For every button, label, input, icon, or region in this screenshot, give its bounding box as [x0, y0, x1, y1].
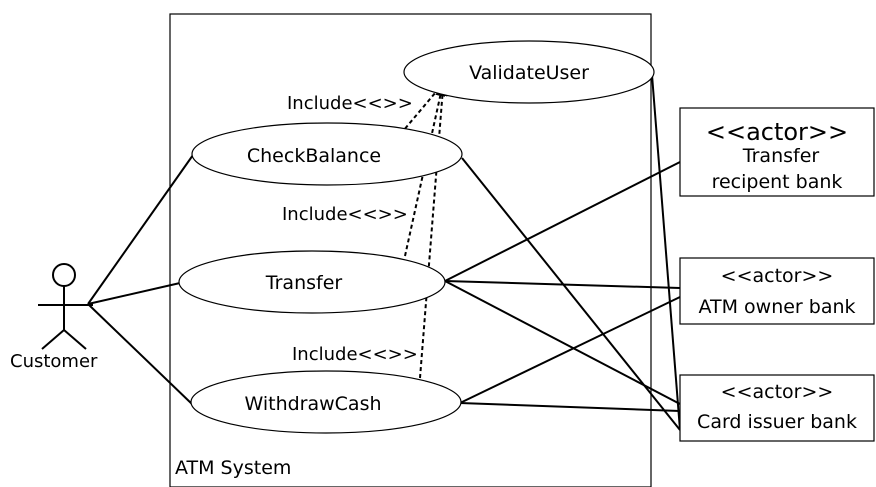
include-label-middle: Include<<>>: [282, 204, 408, 225]
assoc-customer-transfer: [87, 282, 181, 305]
customer-actor: Customer: [10, 263, 98, 372]
usecase-validateuser-label: ValidateUser: [469, 62, 589, 84]
assoc-transfer-transferbank: [444, 161, 681, 282]
usecase-withdrawcash-label: WithdrawCash: [244, 393, 381, 415]
usecase-transfer-label: Transfer: [265, 272, 343, 294]
actor-atm-owner-bank: <<actor>> ATM owner bank: [679, 257, 875, 325]
include-label-bottom: Include<<>>: [292, 344, 418, 365]
atm-owner-name: ATM owner bank: [698, 296, 855, 318]
assoc-customer-withdrawcash: [87, 303, 194, 406]
actor-transfer-recipient-bank: <<actor>> Transfer recipent bank: [679, 107, 875, 197]
transfer-bank-name-line1: Transfer: [742, 145, 820, 167]
actor-head: [52, 263, 76, 287]
transfer-bank-name-line2: recipent bank: [712, 171, 843, 193]
usecase-checkbalance-label: CheckBalance: [247, 145, 381, 167]
usecase-transfer: Transfer: [178, 250, 446, 314]
usecase-withdrawcash: WithdrawCash: [190, 370, 462, 434]
assoc-checkbalance-cardissuer: [461, 157, 681, 431]
atm-owner-stereotype: <<actor>>: [721, 265, 834, 287]
customer-label: Customer: [10, 351, 98, 372]
usecase-validateuser: ValidateUser: [403, 40, 655, 104]
assoc-customer-checkbalance: [87, 154, 194, 305]
actor-card-issuer-bank: <<actor>> Card issuer bank: [679, 374, 875, 442]
card-issuer-name: Card issuer bank: [697, 411, 857, 433]
actor-right-leg: [63, 329, 87, 350]
assoc-withdrawcash-cardissuer: [459, 402, 681, 412]
system-boundary: [169, 13, 652, 487]
actor-left-leg: [41, 329, 65, 350]
assoc-withdrawcash-atmowner: [459, 296, 681, 404]
assoc-transfer-cardissuer: [444, 280, 681, 405]
card-issuer-stereotype: <<actor>>: [721, 381, 834, 403]
transfer-bank-stereotype: <<actor>>: [706, 118, 848, 146]
assoc-transfer-atmowner: [444, 280, 681, 289]
assoc-validateuser-cardissuer: [651, 74, 681, 431]
usecase-checkbalance: CheckBalance: [191, 122, 463, 186]
system-label: ATM System: [175, 457, 291, 479]
include-label-top: Include<<>>: [287, 93, 413, 114]
